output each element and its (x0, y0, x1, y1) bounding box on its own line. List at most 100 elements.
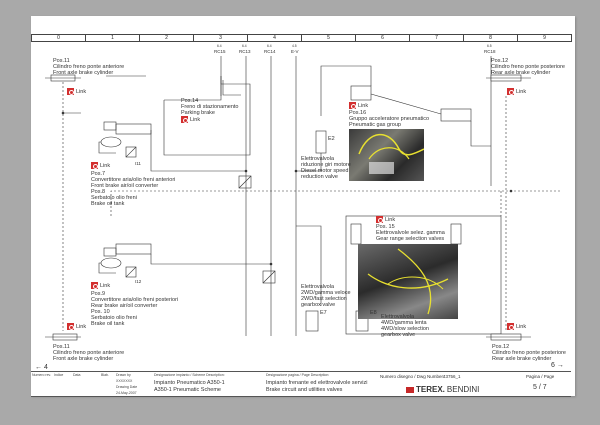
link-label: Link (516, 323, 527, 330)
ruler-col: 9 (518, 35, 572, 41)
link-pos15[interactable]: Link (376, 216, 395, 223)
link-label: Link (76, 323, 87, 330)
dwg-number-label: Numero disegno / Dwg Number: (380, 374, 445, 379)
link-label: Link (76, 88, 87, 95)
pdf-icon (349, 102, 356, 109)
ref-rc18[interactable]: RC18 (484, 49, 496, 54)
pos15-it: Elettrovalvole selez. gamma (376, 230, 445, 236)
dwg-number: 43756_1 (443, 374, 461, 379)
drawing-date-value: 24-May-2007 (116, 391, 137, 395)
pos12-top-it: Cilindro freno ponte posteriore (491, 64, 565, 70)
header-rev: Numero rev. (32, 373, 51, 377)
pos15-label: Pos. 15 (376, 224, 395, 230)
page-desc-en: Brake circuit and utilities valves (266, 387, 343, 393)
e2-l3: Diesel motor speed (301, 168, 349, 174)
link-pos14[interactable]: Link (181, 116, 200, 123)
pos9-label: Pos.9 (91, 291, 106, 297)
pos12-top-label: Pos.12 (491, 58, 509, 64)
link-label: Link (190, 116, 201, 123)
pos15-en: Gear range selection valves (376, 236, 445, 242)
ruler-col: 5 (302, 35, 356, 41)
link-pos12-top[interactable]: Link (507, 88, 526, 95)
link-pos16[interactable]: Link (349, 102, 368, 109)
ref-ev[interactable]: E-V (291, 49, 299, 54)
pdf-icon (91, 162, 98, 169)
pos16-it: Gruppo acceleratore pneumatico (349, 116, 430, 122)
pos14-it: Freno di stazionamento (181, 104, 239, 110)
drawn-by-value: XXXXXXX (116, 379, 133, 383)
pos10-en: Brake oil tank (91, 321, 125, 327)
page-label: Pagina / Page (526, 374, 555, 379)
pos14-label: Pos.14 (181, 98, 199, 104)
e2-l4: reduction valve (301, 174, 338, 180)
link-pos11-bottom[interactable]: Link (67, 323, 86, 330)
pdf-icon (181, 116, 188, 123)
e8-l3: 4WD/slow selection (381, 326, 429, 332)
pos8-en: Brake oil tank (91, 201, 125, 207)
link-pos11-top[interactable]: Link (67, 88, 86, 95)
pos16-en: Pneumatic gas group (349, 122, 401, 128)
prev-page-link[interactable]: ← 4 (35, 364, 48, 371)
e8-l1: Elettrovalvola (381, 314, 415, 320)
ref-rc14[interactable]: RC14 (264, 49, 276, 54)
ruler-col: 0 (32, 35, 86, 41)
pos10-label: Pos. 10 (91, 309, 110, 315)
pos12-bottom-label: Pos.12 (492, 344, 510, 350)
i11-label: I11 (135, 161, 141, 166)
e7-code: E7 (320, 310, 327, 316)
ref-rc15[interactable]: RC15 (214, 49, 226, 54)
e8-l2: 4WD/gamma lenta (381, 320, 427, 326)
title-block: Numero rev. Indice Data Blab. Drawn by X… (31, 371, 571, 397)
pos11-top-it: Cilindro freno ponte anteriore (53, 64, 125, 70)
pos10-it: Serbatoio olio freni (91, 315, 137, 321)
header-drawn-by: Drawn by (116, 373, 131, 377)
ref-small: 6.4 (267, 44, 272, 48)
ruler-col: 6 (356, 35, 410, 41)
brand-terex: TEREX. (416, 385, 445, 394)
ref-rc13[interactable]: RC13 (239, 49, 251, 54)
header-index: Indice (54, 373, 64, 377)
link-pos9[interactable]: Link (91, 282, 110, 289)
link-label: Link (100, 282, 111, 289)
link-label: Link (358, 102, 369, 109)
pos7-label: Pos.7 (91, 171, 106, 177)
ruler-col: 2 (140, 35, 194, 41)
pos12-bottom-en: Rear axle brake cylinder (492, 356, 552, 362)
ref-small: 6.4 (242, 44, 247, 48)
ruler-col: 3 (194, 35, 248, 41)
pneumatic-gas-group-photo (349, 129, 424, 181)
pos11-bottom-it: Cilindro freno ponte anteriore (53, 350, 125, 356)
pos14-en: Parking brake (181, 110, 215, 116)
pos8-it: Serbatoio olio freni (91, 195, 137, 201)
e2-l1: Elettrovalvola (301, 156, 335, 162)
pdf-icon (91, 282, 98, 289)
pos12-top-en: Rear axle brake cylinder (491, 70, 551, 76)
next-page-number: 6 (551, 362, 555, 369)
pdf-icon (67, 323, 74, 330)
link-pos12-bottom[interactable]: Link (507, 323, 526, 330)
e7-l3: 2WD/fast selection (301, 296, 347, 302)
e2-code: E2 (328, 136, 335, 142)
ruler-col: 4 (248, 35, 302, 41)
page-desc-label: Designazione pagina / Page Description: (266, 373, 330, 377)
pos8-label: Pos.8 (91, 189, 106, 195)
pdf-icon (67, 88, 74, 95)
link-label: Link (100, 162, 111, 169)
pos9-en: Rear brake air/oil converter (91, 303, 158, 309)
ref-small: 6.5 (487, 44, 492, 48)
pdf-icon (507, 323, 514, 330)
pos9-it: Convertitore aria/olio freni posteriori (91, 297, 179, 303)
gearbox-photo (358, 244, 458, 319)
prev-page-number: 4 (43, 364, 48, 371)
terex-logo-icon (406, 386, 414, 393)
ref-small: 6.4 (217, 44, 222, 48)
ruler-col: 1 (86, 35, 140, 41)
pos11-bottom-label: Pos.11 (53, 344, 70, 350)
schematic-sheet: 0 1 2 3 4 5 6 7 8 9 (31, 16, 575, 397)
pos11-top-label: Pos.11 (53, 58, 70, 64)
pos7-en: Front brake air/oil converter (91, 183, 159, 189)
link-pos7[interactable]: Link (91, 162, 110, 169)
pos16-label: Pos.16 (349, 110, 367, 116)
header-date: Data (73, 373, 81, 377)
next-page-link[interactable]: 6 → (551, 362, 564, 369)
